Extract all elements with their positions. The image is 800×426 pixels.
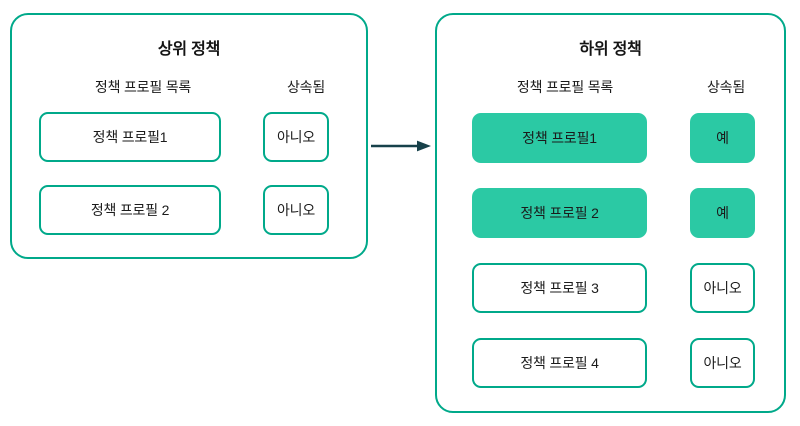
child-profile-chip-2[interactable]: 정책 프로필 2 xyxy=(472,188,647,238)
child-column-header-profiles: 정책 프로필 목록 xyxy=(516,79,614,95)
parent-column-header-profiles: 정책 프로필 목록 xyxy=(94,79,192,95)
child-row-2: 정책 프로필 2 예 xyxy=(437,188,784,238)
child-row-4: 정책 프로필 4 아니오 xyxy=(437,338,784,388)
parent-row-1: 정책 프로필1 아니오 xyxy=(12,112,366,162)
inheritance-arrow-icon xyxy=(371,140,431,152)
parent-profile-chip-1[interactable]: 정책 프로필1 xyxy=(39,112,221,162)
child-row-1: 정책 프로필1 예 xyxy=(437,113,784,163)
parent-policy-panel: 상위 정책 정책 프로필 목록 상속됨 정책 프로필1 아니오 정책 프로필 2… xyxy=(10,13,368,259)
parent-profile-chip-2[interactable]: 정책 프로필 2 xyxy=(39,185,221,235)
child-policy-panel: 하위 정책 정책 프로필 목록 상속됨 정책 프로필1 예 정책 프로필 2 예… xyxy=(435,13,786,413)
child-row-3: 정책 프로필 3 아니오 xyxy=(437,263,784,313)
parent-inherited-chip-1[interactable]: 아니오 xyxy=(263,112,329,162)
child-policy-title: 하위 정책 xyxy=(579,41,642,58)
parent-policy-title: 상위 정책 xyxy=(157,41,221,58)
child-profile-chip-1[interactable]: 정책 프로필1 xyxy=(472,113,647,163)
parent-column-header-inherited: 상속됨 xyxy=(286,79,326,95)
child-inherited-chip-3[interactable]: 아니오 xyxy=(690,263,755,313)
child-profile-chip-3[interactable]: 정책 프로필 3 xyxy=(472,263,647,313)
child-inherited-chip-4[interactable]: 아니오 xyxy=(690,338,755,388)
child-inherited-chip-2[interactable]: 예 xyxy=(690,188,755,238)
parent-row-2: 정책 프로필 2 아니오 xyxy=(12,185,366,235)
child-inherited-chip-1[interactable]: 예 xyxy=(690,113,755,163)
child-profile-chip-4[interactable]: 정책 프로필 4 xyxy=(472,338,647,388)
child-column-header-inherited: 상속됨 xyxy=(706,79,746,95)
parent-inherited-chip-2[interactable]: 아니오 xyxy=(263,185,329,235)
